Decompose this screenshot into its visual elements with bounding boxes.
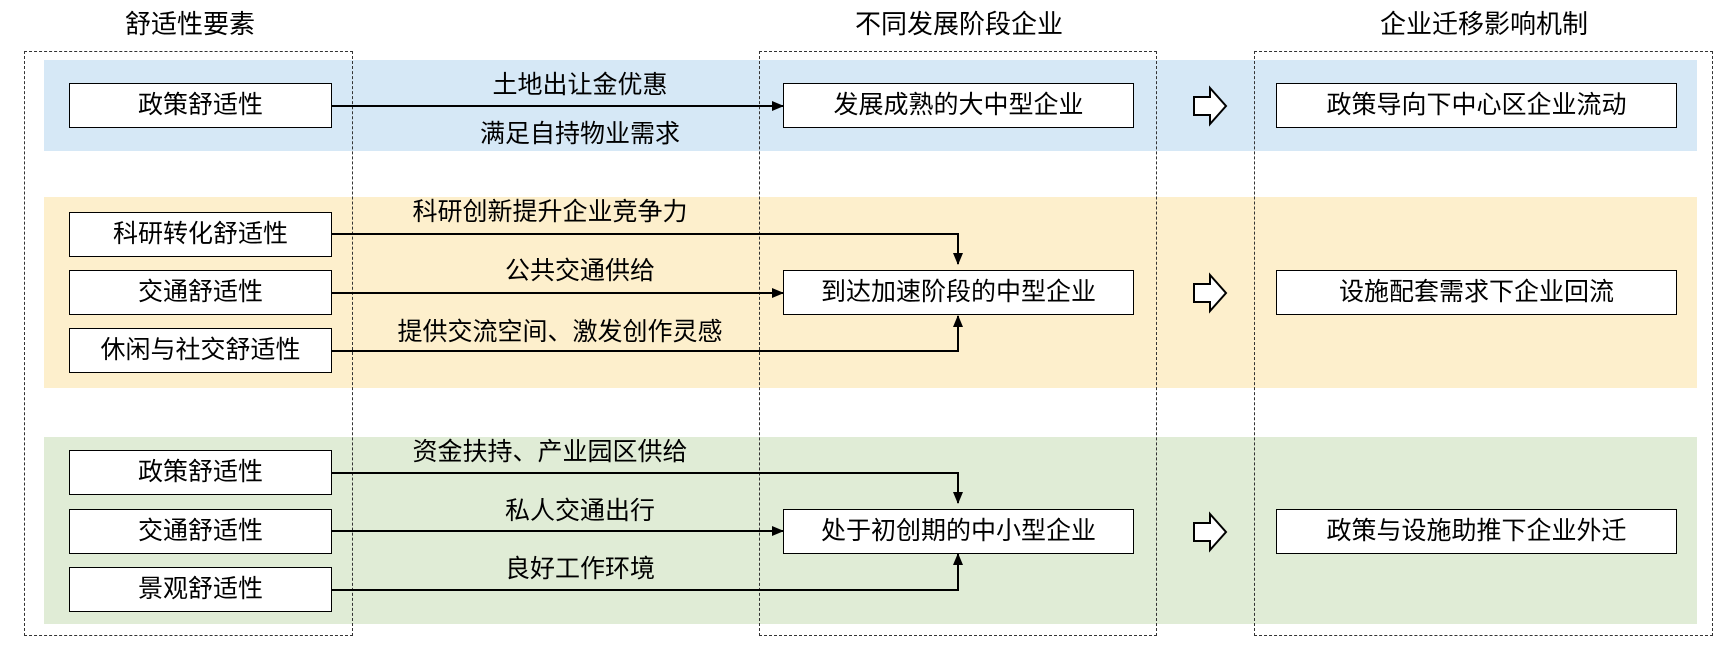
connector-line <box>332 553 963 591</box>
connector-line <box>332 472 963 504</box>
amenity-box: 政策舒适性 <box>69 83 332 128</box>
hollow-right-arrow-icon <box>1193 272 1228 314</box>
connector-line <box>332 233 963 265</box>
stage-column-frame <box>759 51 1157 636</box>
mechanism-label: 科研创新提升企业竞争力 <box>412 197 688 226</box>
amenity-column-frame <box>24 51 353 636</box>
amenity-box: 交通舒适性 <box>69 270 332 315</box>
mechanism-box: 设施配套需求下企业回流 <box>1276 270 1677 315</box>
amenity-box: 科研转化舒适性 <box>69 212 332 257</box>
mechanism-box: 政策导向下中心区企业流动 <box>1276 83 1677 128</box>
header-enterprise-stages: 不同发展阶段企业 <box>854 10 1063 40</box>
mechanism-label: 公共交通供给 <box>504 256 655 285</box>
enterprise-stage-box: 处于初创期的中小型企业 <box>783 509 1134 554</box>
mechanism-label: 私人交通出行 <box>504 496 655 525</box>
mechanism-label: 土地出让金优惠 <box>492 70 668 99</box>
mechanism-box: 政策与设施助推下企业外迁 <box>1276 509 1677 554</box>
mechanism-label: 资金扶持、产业园区供给 <box>412 437 688 466</box>
header-amenity-factors: 舒适性要素 <box>124 10 255 40</box>
amenity-box: 休闲与社交舒适性 <box>69 328 332 373</box>
hollow-right-arrow-icon <box>1193 85 1228 127</box>
amenity-box: 政策舒适性 <box>69 450 332 495</box>
mechanism-label: 提供交流空间、激发创作灵感 <box>397 317 723 346</box>
connector-line <box>332 315 963 352</box>
header-migration-mechanisms: 企业迁移影响机制 <box>1379 10 1588 40</box>
enterprise-stage-box: 发展成熟的大中型企业 <box>783 83 1134 128</box>
hollow-right-arrow-icon <box>1193 511 1228 553</box>
mechanism-column-frame <box>1254 51 1713 636</box>
amenity-box: 景观舒适性 <box>69 567 332 612</box>
mechanism-label: 满足自持物业需求 <box>479 119 680 148</box>
amenity-box: 交通舒适性 <box>69 509 332 554</box>
enterprise-stage-box: 到达加速阶段的中型企业 <box>783 270 1134 315</box>
mechanism-label: 良好工作环境 <box>504 554 655 583</box>
